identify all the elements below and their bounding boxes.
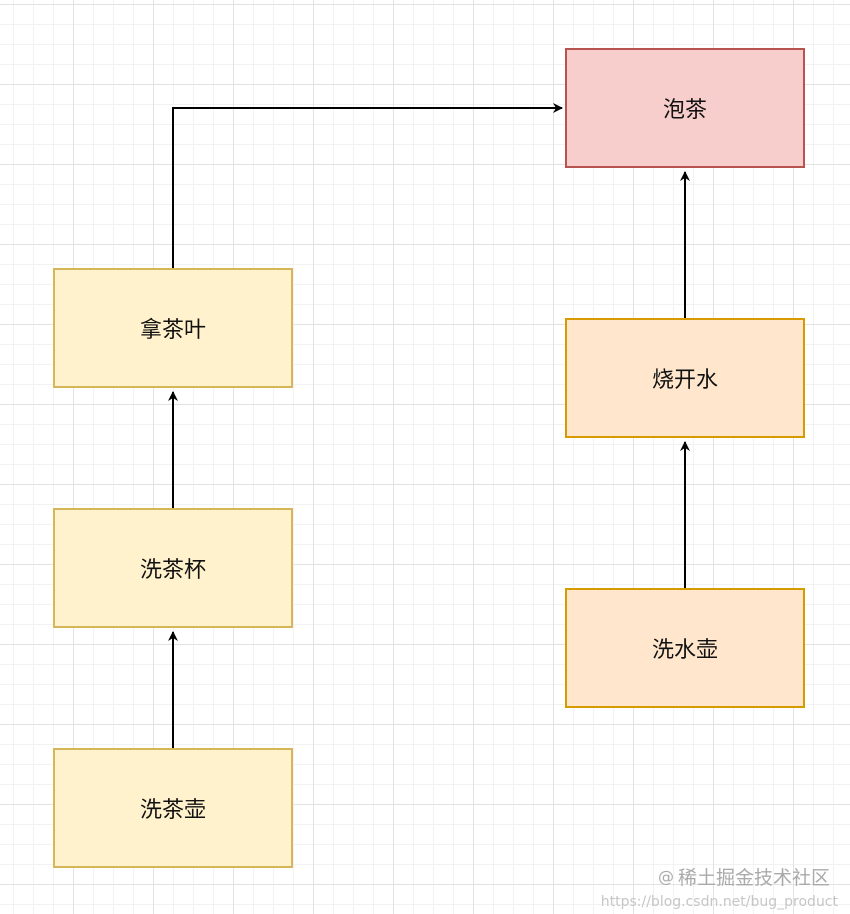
watermark-at: @	[657, 867, 674, 886]
watermark: @ 稀土掘金技术社区	[658, 863, 830, 890]
node-get-tea-leaves[interactable]: 拿茶叶	[53, 268, 293, 388]
node-wash-cups[interactable]: 洗茶杯	[53, 508, 293, 628]
node-wash-teapot[interactable]: 洗茶壶	[53, 748, 293, 868]
node-brew-tea-label: 泡茶	[662, 98, 707, 123]
node-get-tea-leaves-label: 拿茶叶	[139, 318, 206, 343]
node-brew-tea[interactable]: 泡茶	[565, 48, 805, 168]
node-wash-teapot-label: 洗茶壶	[139, 798, 206, 823]
node-boil-water-label: 烧开水	[651, 368, 718, 393]
watermark-text: 稀土掘金技术社区	[677, 867, 830, 889]
node-wash-kettle-label: 洗水壶	[651, 638, 718, 663]
node-wash-kettle[interactable]: 洗水壶	[565, 588, 805, 708]
node-wash-cups-label: 洗茶杯	[139, 558, 206, 583]
node-boil-water[interactable]: 烧开水	[565, 318, 805, 438]
edge-get-tea-leaves-to-brew-tea	[172, 103, 563, 268]
watermark-url: https://blog.csdn.net/bug_product	[600, 894, 838, 910]
